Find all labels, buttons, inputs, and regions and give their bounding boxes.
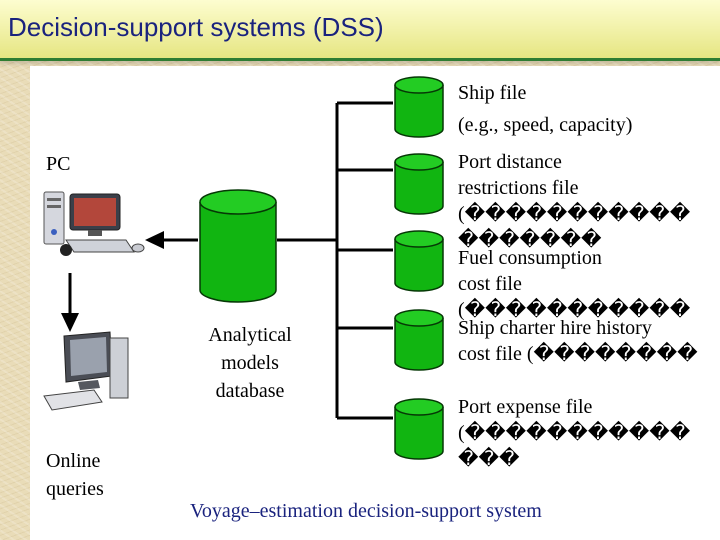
analytical-label-3: database xyxy=(215,380,285,402)
port-expense-label-3: ��� xyxy=(458,448,520,470)
fuel-label-3: (����������� xyxy=(458,299,691,321)
fuel-label-1: Fuel consumption xyxy=(458,247,602,269)
port-distance-label-2: restrictions file xyxy=(458,177,579,199)
database-cylinder-port-distance xyxy=(394,153,444,215)
slide-title: Decision-support systems (DSS) xyxy=(8,12,384,42)
analytical-label-1: Analytical xyxy=(208,324,292,346)
database-cylinder-analytical-models xyxy=(199,189,277,303)
ship-file-label: Ship file xyxy=(458,82,527,104)
database-cylinder-ship-file xyxy=(394,76,444,138)
arrow-to-online xyxy=(61,313,79,332)
online-label-2: queries xyxy=(46,478,104,500)
charter-label-1: Ship charter hire history xyxy=(458,317,652,339)
pc-icon xyxy=(43,191,145,256)
online-terminal-icon xyxy=(43,331,129,411)
port-distance-label-4: ������� xyxy=(458,229,602,251)
charter-label-2: cost file (�������� xyxy=(458,343,698,365)
database-cylinder-fuel xyxy=(394,230,444,292)
port-distance-label-3: (����������� xyxy=(458,203,691,225)
diagram-panel xyxy=(30,66,720,540)
port-expense-label-2: (����������� xyxy=(458,422,691,444)
fuel-label-2: cost file xyxy=(458,273,522,295)
database-cylinder-charter xyxy=(394,309,444,371)
online-label-1: Online xyxy=(46,450,101,472)
port-distance-label-1: Port distance xyxy=(458,151,562,173)
arrow-to-pc xyxy=(145,231,164,249)
analytical-label-2: models xyxy=(221,352,279,374)
diagram-caption: Voyage–estimation decision-support syste… xyxy=(190,500,542,522)
database-cylinder-port-expense xyxy=(394,398,444,460)
port-expense-label-1: Port expense file xyxy=(458,396,593,418)
pc-label: PC xyxy=(46,153,71,175)
ship-file-detail-label: (e.g., speed, capacity) xyxy=(458,114,633,136)
title-bar: Decision-support systems (DSS) xyxy=(0,0,720,61)
